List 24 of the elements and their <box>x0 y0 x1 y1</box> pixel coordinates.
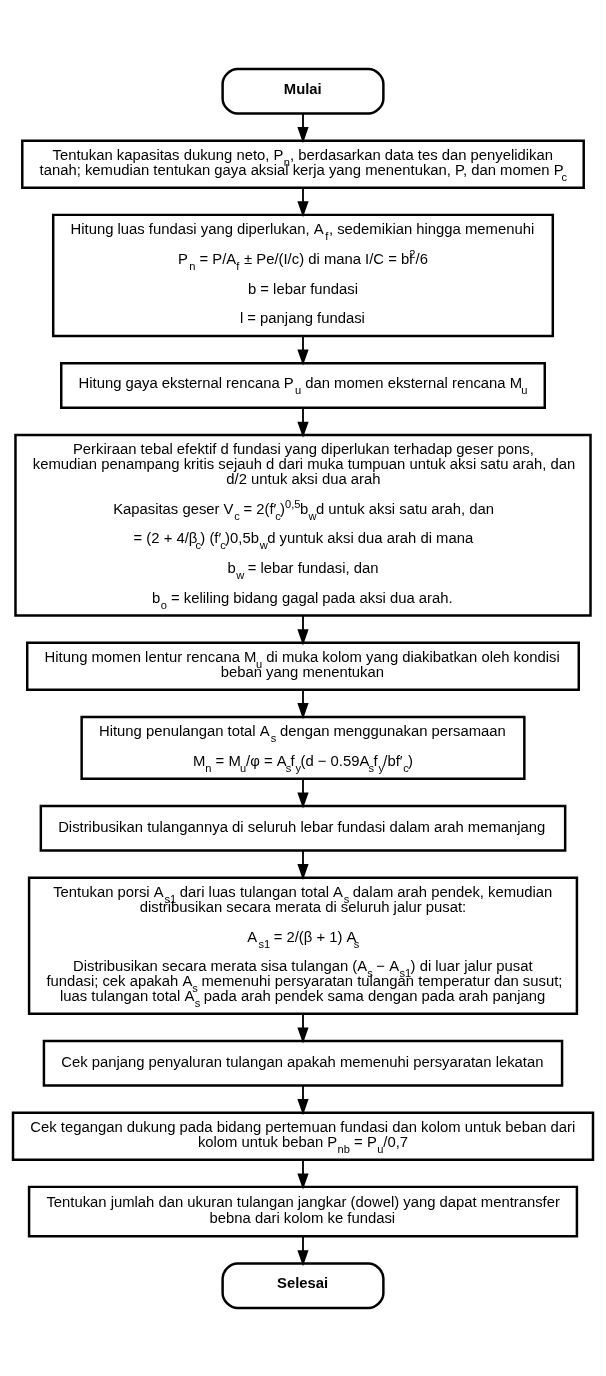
node-box: Hitung penulangan total A$_{s}$ dengan menggunakan persamaan M$_{n}$ = M$_{u}$/φ = A$_{s}$f$_{y}$(d − 0.59A$_{s}$f$_{y}$/bf′$_{c}$) <box>80 715 526 780</box>
arrow <box>297 1012 309 1043</box>
arrow <box>297 406 309 438</box>
node-box: Perkiraan tebal efektif d fundasi yang diperlukan terhadap geser pons, kemudian penampang kritis sejauh d dari muka tumpuan untuk aksi satu arah, dan d/2 untuk aksi dua arah Kapasitas geser V$_{c}$ = 2(f′$_{c}$)$^{0,5}$b$_{w}$d untuk aksi satu arah, dan = (2 + 4/β$_{c}$) (f′$_{c}$)0,5b$_{w}$d yuntuk aksi dua arah di mana b$_{w}$ = lebar fundasi, dan b$_{o}$ = keliling bidang gagal pada aksi dua arah. <box>14 433 592 617</box>
node-box: Cek panjang penyaluran tulangan apakah memenuhi persyaratan lekatan <box>42 1039 564 1087</box>
node-box: Selesai <box>221 1261 385 1309</box>
arrow <box>297 614 309 645</box>
arrow <box>297 1235 309 1266</box>
node-box: Mulai <box>221 67 385 115</box>
arrow <box>297 688 309 719</box>
arrow <box>297 1158 309 1189</box>
arrow <box>297 849 309 880</box>
node-box: Cek tegangan dukung pada bidang pertemuan fundasi dan kolom untuk beban dari kolom untuk beban P$_{nb}$ = P$_{u}$/0,7 <box>11 1110 595 1161</box>
node-box: Tentukan kapasitas dukung neto, P$_{n}$, berdasarkan data tes dan penyelidikan tanah; kemudian tentukan gaya aksial kerja yang menentukan, P, dan momen P$_{c}$ <box>21 138 585 189</box>
arrow <box>297 186 309 217</box>
node-box: Tentukan jumlah dan ukuran tulangan jangkar (dowel) yang dapat mentransfer bebna dari kolom ke fundasi <box>27 1185 579 1238</box>
arrow <box>297 777 309 809</box>
node-box: Hitung momen lentur rencana M$_{u}$ di muka kolom yang diakibatkan oleh kondisi beban yang menentukan <box>26 641 580 691</box>
arrow <box>297 1084 309 1115</box>
node-box: Distribusikan tulangannya di seluruh lebar fundasi dalam arah memanjang <box>39 804 567 852</box>
node-box: Hitung gaya eksternal rencana P$_{u}$ dan momen eksternal rencana M$_{u}$ <box>60 361 546 409</box>
node-box: Hitung luas fundasi yang diperlukan, A$_{f}$, sedemikian hingga memenuhi P$_{n}$ = P/A$_{f}$ ± Pe/(I/c) di mana I/C = bl$^{2}$/6 b = lebar fundasi l = panjang fundasi <box>51 213 555 337</box>
arrow <box>297 112 309 143</box>
arrow <box>297 334 309 366</box>
